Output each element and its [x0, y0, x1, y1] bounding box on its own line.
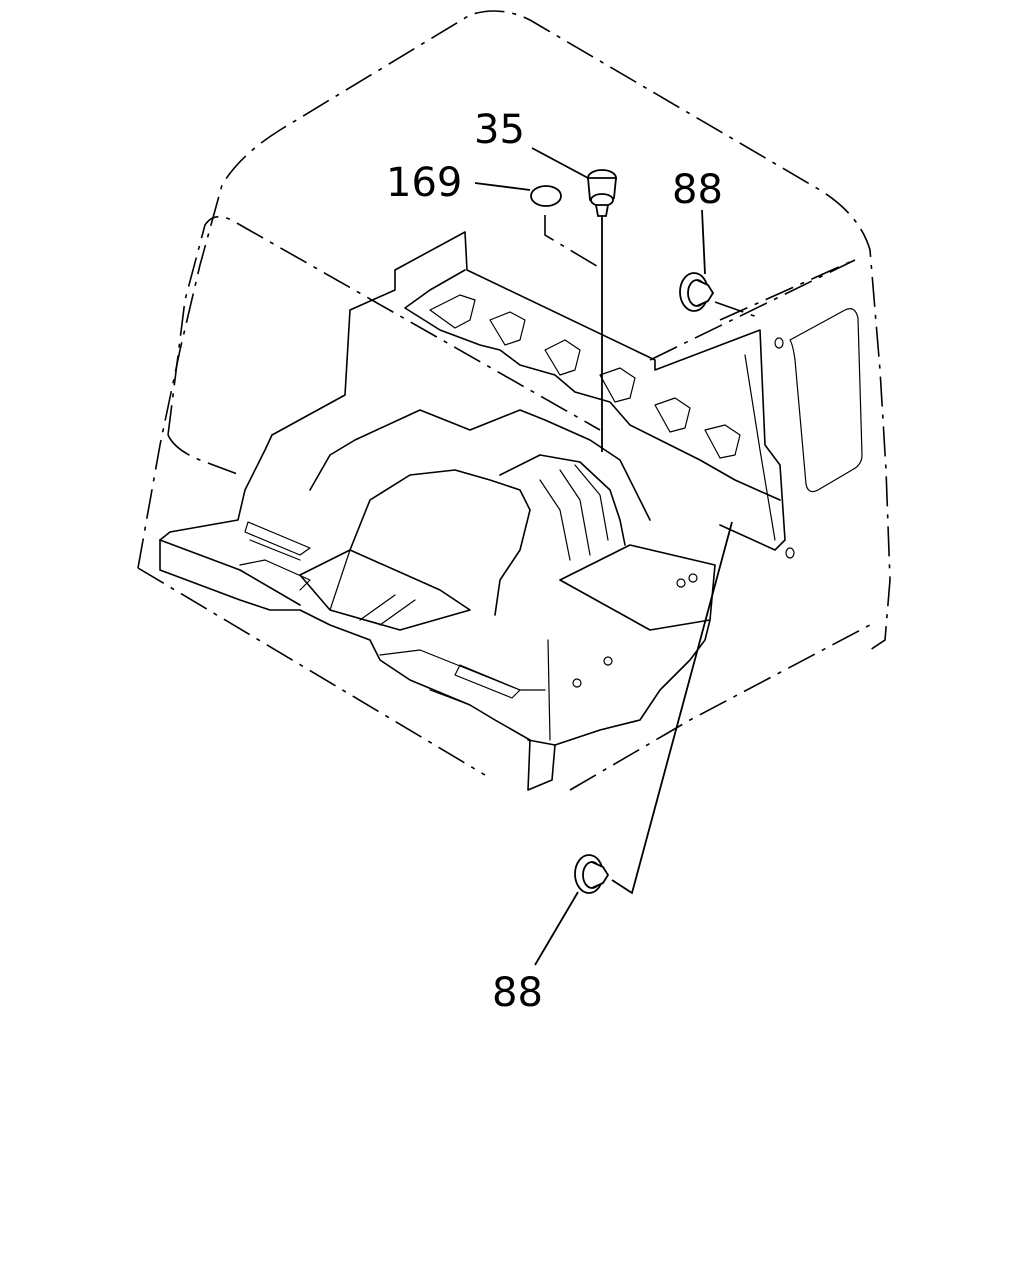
- grommet-upper-part: [679, 272, 715, 312]
- plug-part: [530, 185, 562, 207]
- callout-35-label: 35: [474, 107, 525, 153]
- floor-panel: [159, 231, 786, 791]
- callout-88-lower-label: 88: [492, 970, 543, 1016]
- callout-88-upper-label: 88: [672, 167, 723, 213]
- callout-169-label: 169: [386, 160, 462, 206]
- rear-window: [774, 308, 863, 559]
- clip-part: [587, 169, 617, 217]
- grommet-lower-part: [574, 854, 610, 894]
- leader-lines: [474, 147, 761, 966]
- cab-phantom-outline: [137, 10, 891, 791]
